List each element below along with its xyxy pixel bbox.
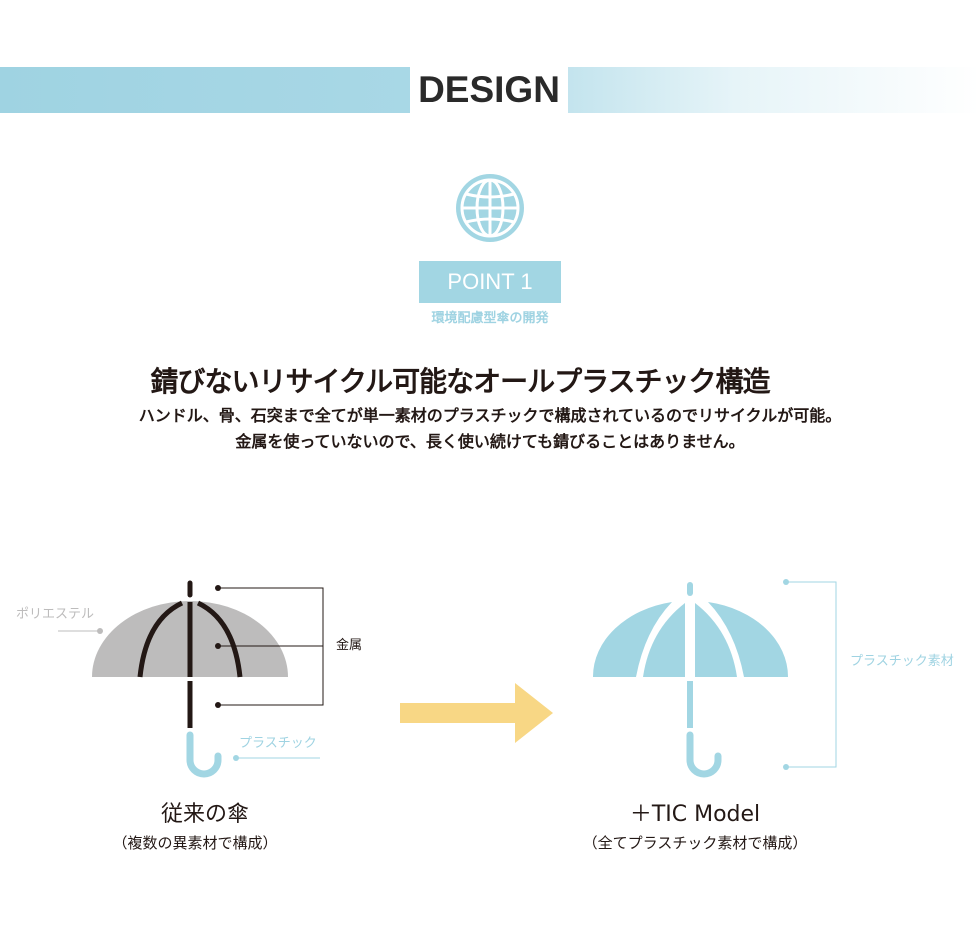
point-badge: POINT 1 [419,261,561,303]
conventional-umbrella-subtitle: （複数の異素材で構成） [112,834,278,852]
headline: 錆びないリサイクル可能なオールプラスチック構造 [150,365,770,398]
umbrella-comparison-diagram [58,579,837,778]
globe-icon [456,174,524,242]
label-metal: 金属 [336,638,363,653]
plastic-umbrella-icon [592,582,789,778]
section-title: DESIGN [410,67,568,113]
label-plastic: プラスチック [239,736,317,751]
body-line-1: ハンドル、骨、石突まで全てが単一素材のプラスチックで構成されているのでリサイクル… [138,406,842,425]
metal-bracket [215,585,324,708]
label-plastic-material: プラスチック素材 [850,654,954,669]
plastic-bracket [783,579,837,770]
conventional-umbrella-icon [92,580,288,778]
tic-model-subtitle: （全てプラスチック素材で構成） [582,834,808,852]
body-line-2: 金属を使っていないので、長く使い続けても錆びることはありません。 [235,432,745,451]
label-polyester: ポリエステル [16,607,95,622]
point-subtitle: 環境配慮型傘の開発 [431,311,549,326]
tic-model-title: ＋TIC Model [629,802,761,827]
conventional-umbrella-title: 従来の傘 [160,802,249,827]
arrow-right-icon [400,683,553,743]
